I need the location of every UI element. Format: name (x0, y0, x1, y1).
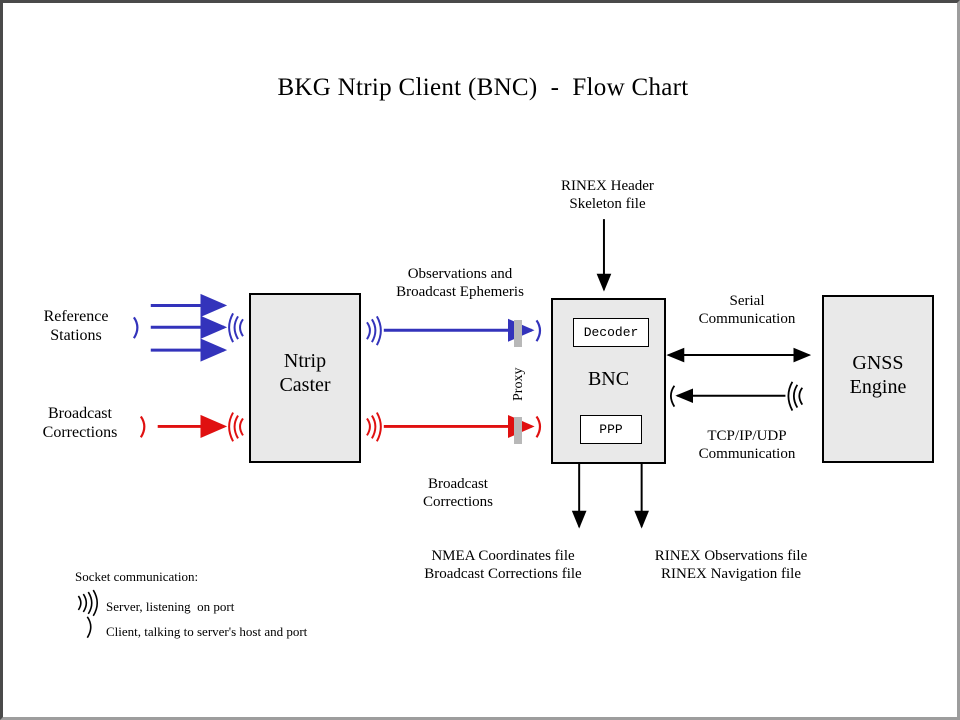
broadcast-corrections-flow-line2: Corrections (423, 493, 493, 510)
page-title: BKG Ntrip Client (BNC) - Flow Chart (277, 74, 689, 101)
diagram-vector-layer (77, 219, 812, 639)
proxy-label: Proxy (511, 367, 526, 401)
decoder-module-box[interactable]: Decoder (573, 318, 649, 347)
serial-communication-line1: Serial (729, 293, 765, 309)
client-glyph-bnc-corr-input (535, 415, 542, 438)
legend-heading: Socket communication: (75, 569, 199, 584)
tcpip-communication-line2: Communication (698, 445, 796, 462)
legend-client-text: Client, talking to server's host and por… (106, 624, 308, 639)
ntrip-caster-line2: Caster (279, 374, 331, 397)
legend-server-text: Server, listening on port (106, 599, 235, 614)
broadcast-corrections-source-line2: Corrections (42, 423, 118, 441)
legend-server-icon (77, 589, 99, 617)
server-glyph-caster-corr-input (228, 412, 244, 442)
observations-flow-line2: Broadcast Ephemeris (396, 283, 524, 300)
broadcast-corrections-source-line1: Broadcast (48, 405, 112, 422)
client-glyph-reference-stations (132, 316, 139, 339)
client-glyph-bnc-obs-input (535, 319, 542, 342)
rinex-header-line2: Skeleton file (569, 195, 646, 212)
output-right-line2: RINEX Navigation file (661, 565, 801, 582)
tcpip-communication-line1: TCP/IP/UDP (707, 428, 787, 444)
gnss-engine-line1: GNSS (852, 352, 904, 374)
client-glyph-broadcast-corrections (139, 415, 146, 438)
bnc-label: BNC (587, 368, 630, 390)
serial-communication-line2: Communication (698, 310, 796, 327)
output-left-line2: Broadcast Corrections file (424, 565, 582, 582)
gnss-engine-line2: Engine (849, 376, 907, 399)
reference-stations-line1: Reference (43, 308, 109, 325)
broadcast-corrections-flow-line1: Broadcast (428, 476, 488, 492)
server-glyph-gnss-tcpip (787, 381, 804, 411)
server-glyph-caster-obs-output (366, 315, 382, 346)
reference-stations-line2: Stations (50, 326, 102, 344)
output-right-line1: RINEX Observations file (654, 548, 808, 564)
observations-flow-line1: Observations and (407, 266, 513, 282)
server-glyph-caster-corr-output (366, 412, 382, 442)
client-glyph-bnc-tcpip (670, 385, 676, 408)
legend-client-icon (86, 616, 92, 639)
server-glyph-caster-obs-input (228, 312, 244, 343)
ntrip-caster-line1: Ntrip (283, 350, 327, 372)
bnc-box[interactable]: Decoder BNC PPP (551, 298, 666, 464)
ppp-module-box[interactable]: PPP (580, 415, 642, 444)
reference-station-arrows (150, 293, 228, 362)
proxy-bar-lower (514, 417, 522, 444)
proxy-bar-upper (514, 320, 522, 347)
rinex-header-line1: RINEX Header (561, 178, 654, 194)
output-left-line1: NMEA Coordinates file (431, 548, 575, 564)
